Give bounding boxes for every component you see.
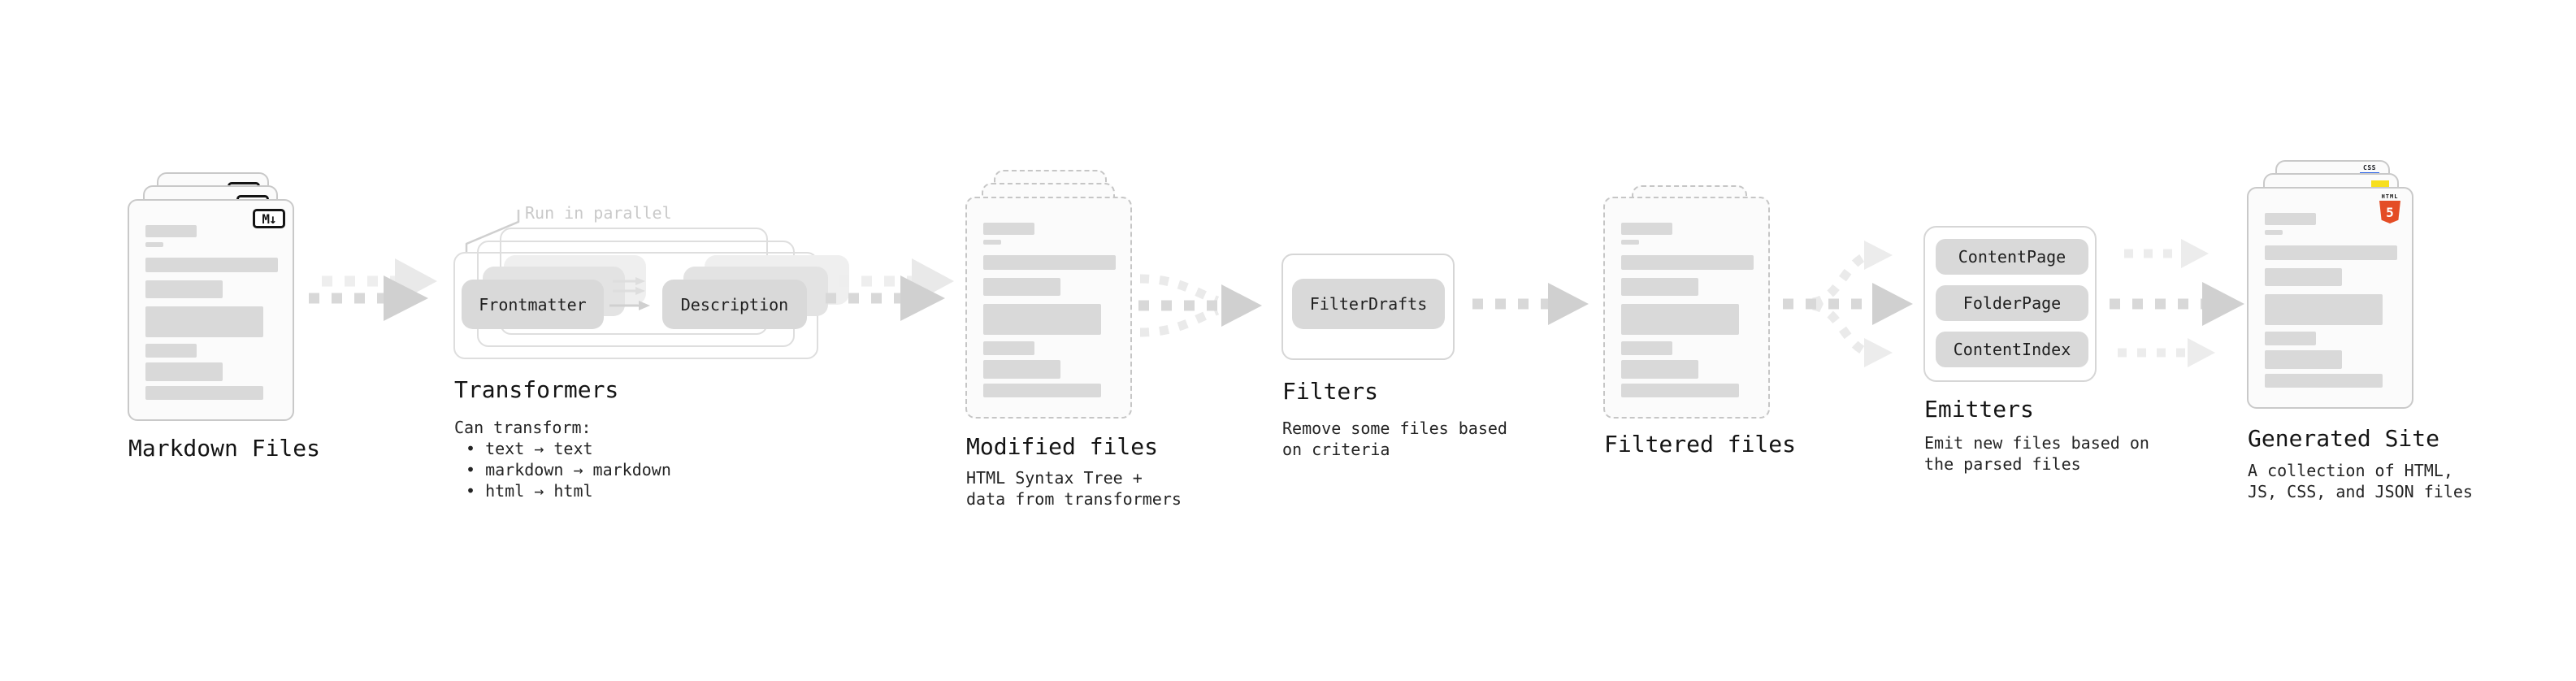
description-line: JS, CSS, and JSON files xyxy=(2248,482,2473,501)
transformers-description: Can transform: • text → text • markdown … xyxy=(454,417,671,501)
emitter-pill-contentpage: ContentPage xyxy=(1936,239,2088,275)
description-line: data from transformers xyxy=(966,489,1182,509)
html5-icon-shield: 5 xyxy=(2379,201,2400,223)
emitter-pill-list: ContentPage FolderPage ContentIndex xyxy=(1936,239,2088,367)
stage-title-generated-site: Generated Site xyxy=(2248,425,2440,452)
description-line: Remove some files based xyxy=(1282,419,1507,438)
markdown-icon: M↓ xyxy=(253,209,285,228)
note-leader-line xyxy=(465,210,520,254)
flow-arrow-modified-to-filters xyxy=(1138,274,1262,337)
description-line: A collection of HTML, xyxy=(2248,461,2453,480)
emitters-description: Emit new files based on the parsed files xyxy=(1924,432,2149,475)
html5-icon: HTML 5 xyxy=(2378,193,2402,223)
markdown-file-stack: M↓ M↓ M↓ xyxy=(128,172,327,424)
flow-arrow-filters-to-filtered xyxy=(1472,283,1589,325)
markdown-file-card: M↓ xyxy=(128,199,294,421)
emitter-pill-contentindex: ContentIndex xyxy=(1936,332,2088,367)
file-content-skeleton xyxy=(2265,213,2397,388)
transform-bullet: • markdown → markdown xyxy=(466,460,671,479)
stage-title-emitters: Emitters xyxy=(1924,396,2034,423)
transformer-pill-frontmatter: Frontmatter xyxy=(462,280,604,329)
transform-bullet: • html → html xyxy=(466,481,593,501)
run-in-parallel-note: Run in parallel xyxy=(525,203,672,223)
transform-bullet: • text → text xyxy=(466,439,593,458)
filters-box: FilterDrafts xyxy=(1281,254,1455,360)
filtered-file-stack xyxy=(1603,185,1802,429)
filtered-file-card xyxy=(1603,197,1770,419)
html5-icon-label: HTML xyxy=(2381,193,2399,200)
transformer-pill-description: Description xyxy=(662,280,807,329)
stage-title-markdown-files: Markdown Files xyxy=(128,435,321,462)
file-content-skeleton xyxy=(145,225,278,400)
emitter-pill-folderpage: FolderPage xyxy=(1936,285,2088,321)
flow-arrow-transformers-to-modified xyxy=(826,258,954,321)
emitters-box: ContentPage FolderPage ContentIndex xyxy=(1923,226,2097,382)
modified-file-stack xyxy=(965,170,1164,422)
css-icon-label: CSS xyxy=(2363,164,2376,171)
javascript-icon xyxy=(2371,180,2389,189)
flow-arrow-emitters-to-generated xyxy=(2110,239,2244,367)
generated-site-stack: CSS HTML 5 xyxy=(2247,160,2446,412)
description-line: HTML Syntax Tree + xyxy=(966,468,1143,488)
modified-files-description: HTML Syntax Tree + data from transformer… xyxy=(966,467,1182,510)
filters-description: Remove some files based on criteria xyxy=(1282,418,1507,460)
html-file-card: HTML 5 xyxy=(2247,187,2413,409)
can-transform-heading: Can transform: xyxy=(454,418,592,437)
flow-arrow-filtered-to-emitters xyxy=(1783,241,1913,367)
stage-title-transformers: Transformers xyxy=(454,376,619,403)
stage-title-filters: Filters xyxy=(1282,378,1379,405)
description-line: Emit new files based on xyxy=(1924,433,2149,453)
stage-title-filtered-files: Filtered files xyxy=(1604,431,1797,458)
generated-site-description: A collection of HTML, JS, CSS, and JSON … xyxy=(2248,460,2473,502)
modified-file-card xyxy=(965,197,1132,419)
flow-arrow-markdown-to-transformers xyxy=(309,258,437,321)
transformer-box-stack: Frontmatter Description xyxy=(453,200,849,362)
file-content-skeleton xyxy=(1621,223,1754,397)
description-line: on criteria xyxy=(1282,440,1390,459)
file-content-skeleton xyxy=(983,223,1116,397)
stage-title-modified-files: Modified files xyxy=(966,433,1159,460)
parallel-mini-arrows-icon xyxy=(609,277,650,310)
description-line: the parsed files xyxy=(1924,454,2081,474)
filter-pill-filterdrafts: FilterDrafts xyxy=(1292,279,1445,329)
